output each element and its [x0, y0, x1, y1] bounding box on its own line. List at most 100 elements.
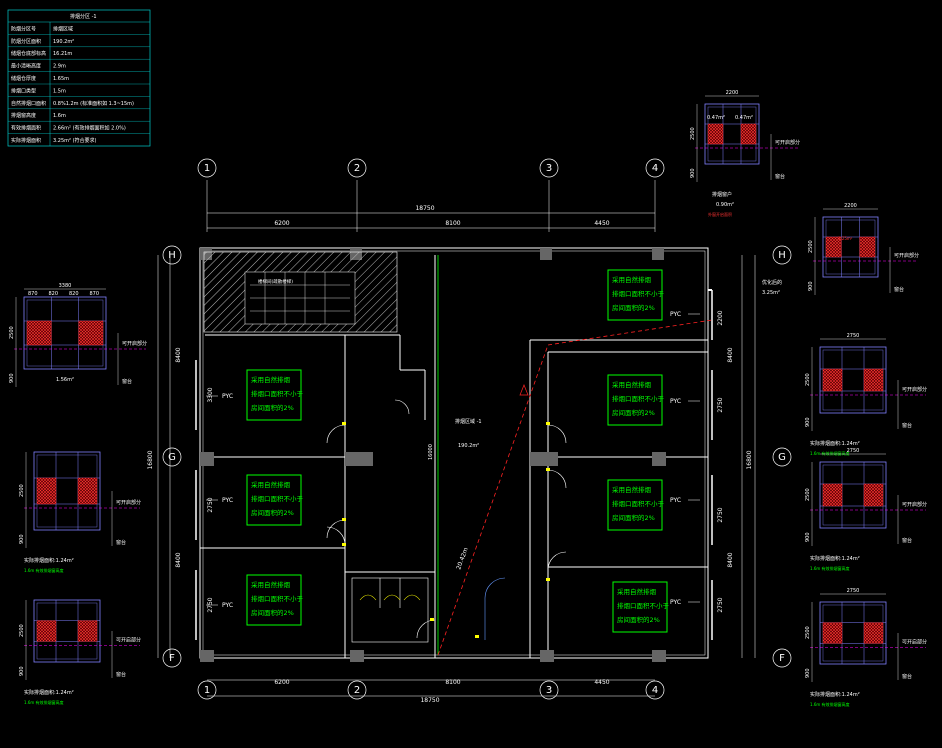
- grid-top-2: 2: [354, 163, 360, 174]
- grid-right-h: H: [778, 250, 786, 261]
- grid-top-4: 4: [652, 163, 658, 174]
- window-top-dim: 3380: [59, 283, 72, 289]
- grid-left-f: F: [169, 653, 175, 664]
- info-key: 自然排烟口面积: [11, 100, 46, 107]
- note-line-3: 房间面积的2%: [612, 513, 655, 522]
- top-window-a1: 0.47m²: [707, 115, 725, 121]
- info-key: 排烟窗高度: [11, 112, 36, 119]
- sill-label: 窗台: [116, 539, 126, 546]
- window-bottom-dim: 900: [9, 373, 15, 383]
- window-top-dim: 2750: [847, 588, 860, 594]
- note-line-3: 房间面积的2%: [251, 508, 294, 517]
- window-sub: 1.6m 有效排烟窗高度: [24, 567, 64, 573]
- window-title: 实际排烟面积:1.24m²: [810, 555, 860, 562]
- info-value: 0.8%1.2m (标准面积如 1.3~15m): [53, 100, 134, 107]
- opening-label: 可开启部分: [116, 636, 141, 643]
- bottom-total-dim: 18750: [420, 697, 439, 704]
- note-line-1: 采用自然排烟: [612, 275, 652, 284]
- opening-label: 可开启部分: [122, 340, 147, 347]
- window-seg-dim: 870: [90, 291, 100, 297]
- window-top-dim: 2200: [726, 90, 739, 96]
- right-dim-2: 8400: [727, 552, 734, 567]
- right-dim-1: 8400: [727, 347, 734, 362]
- window-sub: 1.6m 有效排烟窗高度: [810, 565, 850, 571]
- window-side-dim: 2500: [808, 240, 814, 253]
- right-optimized-title: 优化后的: [762, 279, 782, 286]
- window-seg-dim: 870: [28, 291, 38, 297]
- info-value: 16.21m: [53, 51, 72, 57]
- info-value: 1.5m: [53, 88, 66, 94]
- note-line-2: 排烟口面积不小于: [251, 389, 304, 398]
- top-dim-3: 4450: [594, 220, 609, 227]
- pyc-label: PYC: [670, 398, 681, 405]
- grid-left-g: G: [168, 452, 176, 463]
- window-bottom-dim: 900: [690, 168, 696, 178]
- center-vertical: 16000: [428, 444, 434, 460]
- restroom-fixtures: [351, 577, 429, 643]
- window-bottom-dim: 900: [19, 534, 25, 544]
- info-value: 1.6m: [53, 113, 66, 119]
- grid-bottom-3: 3: [546, 685, 552, 696]
- right-total-dim: 16800: [746, 450, 753, 469]
- top-window-sub: 0.90m²: [716, 202, 734, 208]
- stair-label: 楼梯间(疏散楼梯): [258, 278, 293, 285]
- info-key: 排烟口类型: [11, 87, 36, 94]
- note-line-1: 采用自然排烟: [612, 380, 652, 389]
- grid-bottom-1: 1: [204, 685, 210, 696]
- left-room-dim-2: 2750: [207, 497, 214, 512]
- window-area: 1.56m²: [56, 377, 74, 383]
- window-title: 实际排烟面积:1.24m²: [24, 557, 74, 564]
- note-line-3: 房间面积的2%: [251, 608, 294, 617]
- pyc-label: PYC: [670, 497, 681, 504]
- opening-label: 可开启部分: [902, 386, 927, 393]
- opening-label: 可开启部分: [775, 139, 800, 146]
- evacuation-distance-line: [437, 319, 713, 656]
- sill-label: 窗台: [122, 378, 132, 385]
- grid-right-g: G: [778, 452, 786, 463]
- grid-top-1: 1: [204, 163, 210, 174]
- window-bottom-dim: 900: [808, 281, 814, 291]
- window-bottom-dim: 900: [19, 666, 25, 676]
- info-value: 3.25m² (符合要求): [53, 137, 97, 144]
- pyc-label: PYC: [670, 311, 681, 318]
- grid-right-f: F: [779, 653, 785, 664]
- left-dim-1: 8400: [175, 347, 182, 362]
- window-sub: 1.6m 有效排烟窗高度: [810, 450, 850, 456]
- window-sub: 1.6m 有效排烟窗高度: [810, 701, 850, 707]
- info-key: 储烟仓厚度: [11, 75, 36, 82]
- window-bottom-dim: 900: [805, 532, 811, 542]
- note-line-2: 排烟口面积不小于: [612, 289, 665, 298]
- window-side-dim: 2500: [805, 488, 811, 501]
- info-key: 防烟分区号: [11, 25, 36, 32]
- window-side-dim: 2500: [19, 624, 25, 637]
- grid-bubbles: [162, 158, 792, 700]
- info-value: 190.2m²: [53, 39, 74, 45]
- sill-label: 窗台: [775, 173, 785, 180]
- window-side-dim: 2500: [19, 484, 25, 497]
- sill-label: 窗台: [116, 671, 126, 678]
- top-dim-2: 8100: [445, 220, 460, 227]
- opening-label: 可开启部分: [902, 501, 927, 508]
- note-line-3: 房间面积的2%: [251, 403, 294, 412]
- pyc-label: PYC: [670, 599, 681, 606]
- center-label: 排烟区域 -1: [455, 418, 482, 425]
- right-room-dim-1: 2200: [717, 310, 724, 325]
- grid-bottom-4: 4: [652, 685, 658, 696]
- pyc-label: PYC: [222, 602, 233, 609]
- diagonal-distance-label: 20.42m: [455, 547, 470, 571]
- window-bottom-dim: 900: [805, 417, 811, 427]
- window-sub: 1.6m 有效排烟窗高度: [24, 699, 64, 705]
- info-value: 排烟区域: [53, 25, 73, 32]
- sill-label: 窗台: [894, 286, 904, 293]
- note-line-2: 排烟口面积不小于: [617, 601, 670, 610]
